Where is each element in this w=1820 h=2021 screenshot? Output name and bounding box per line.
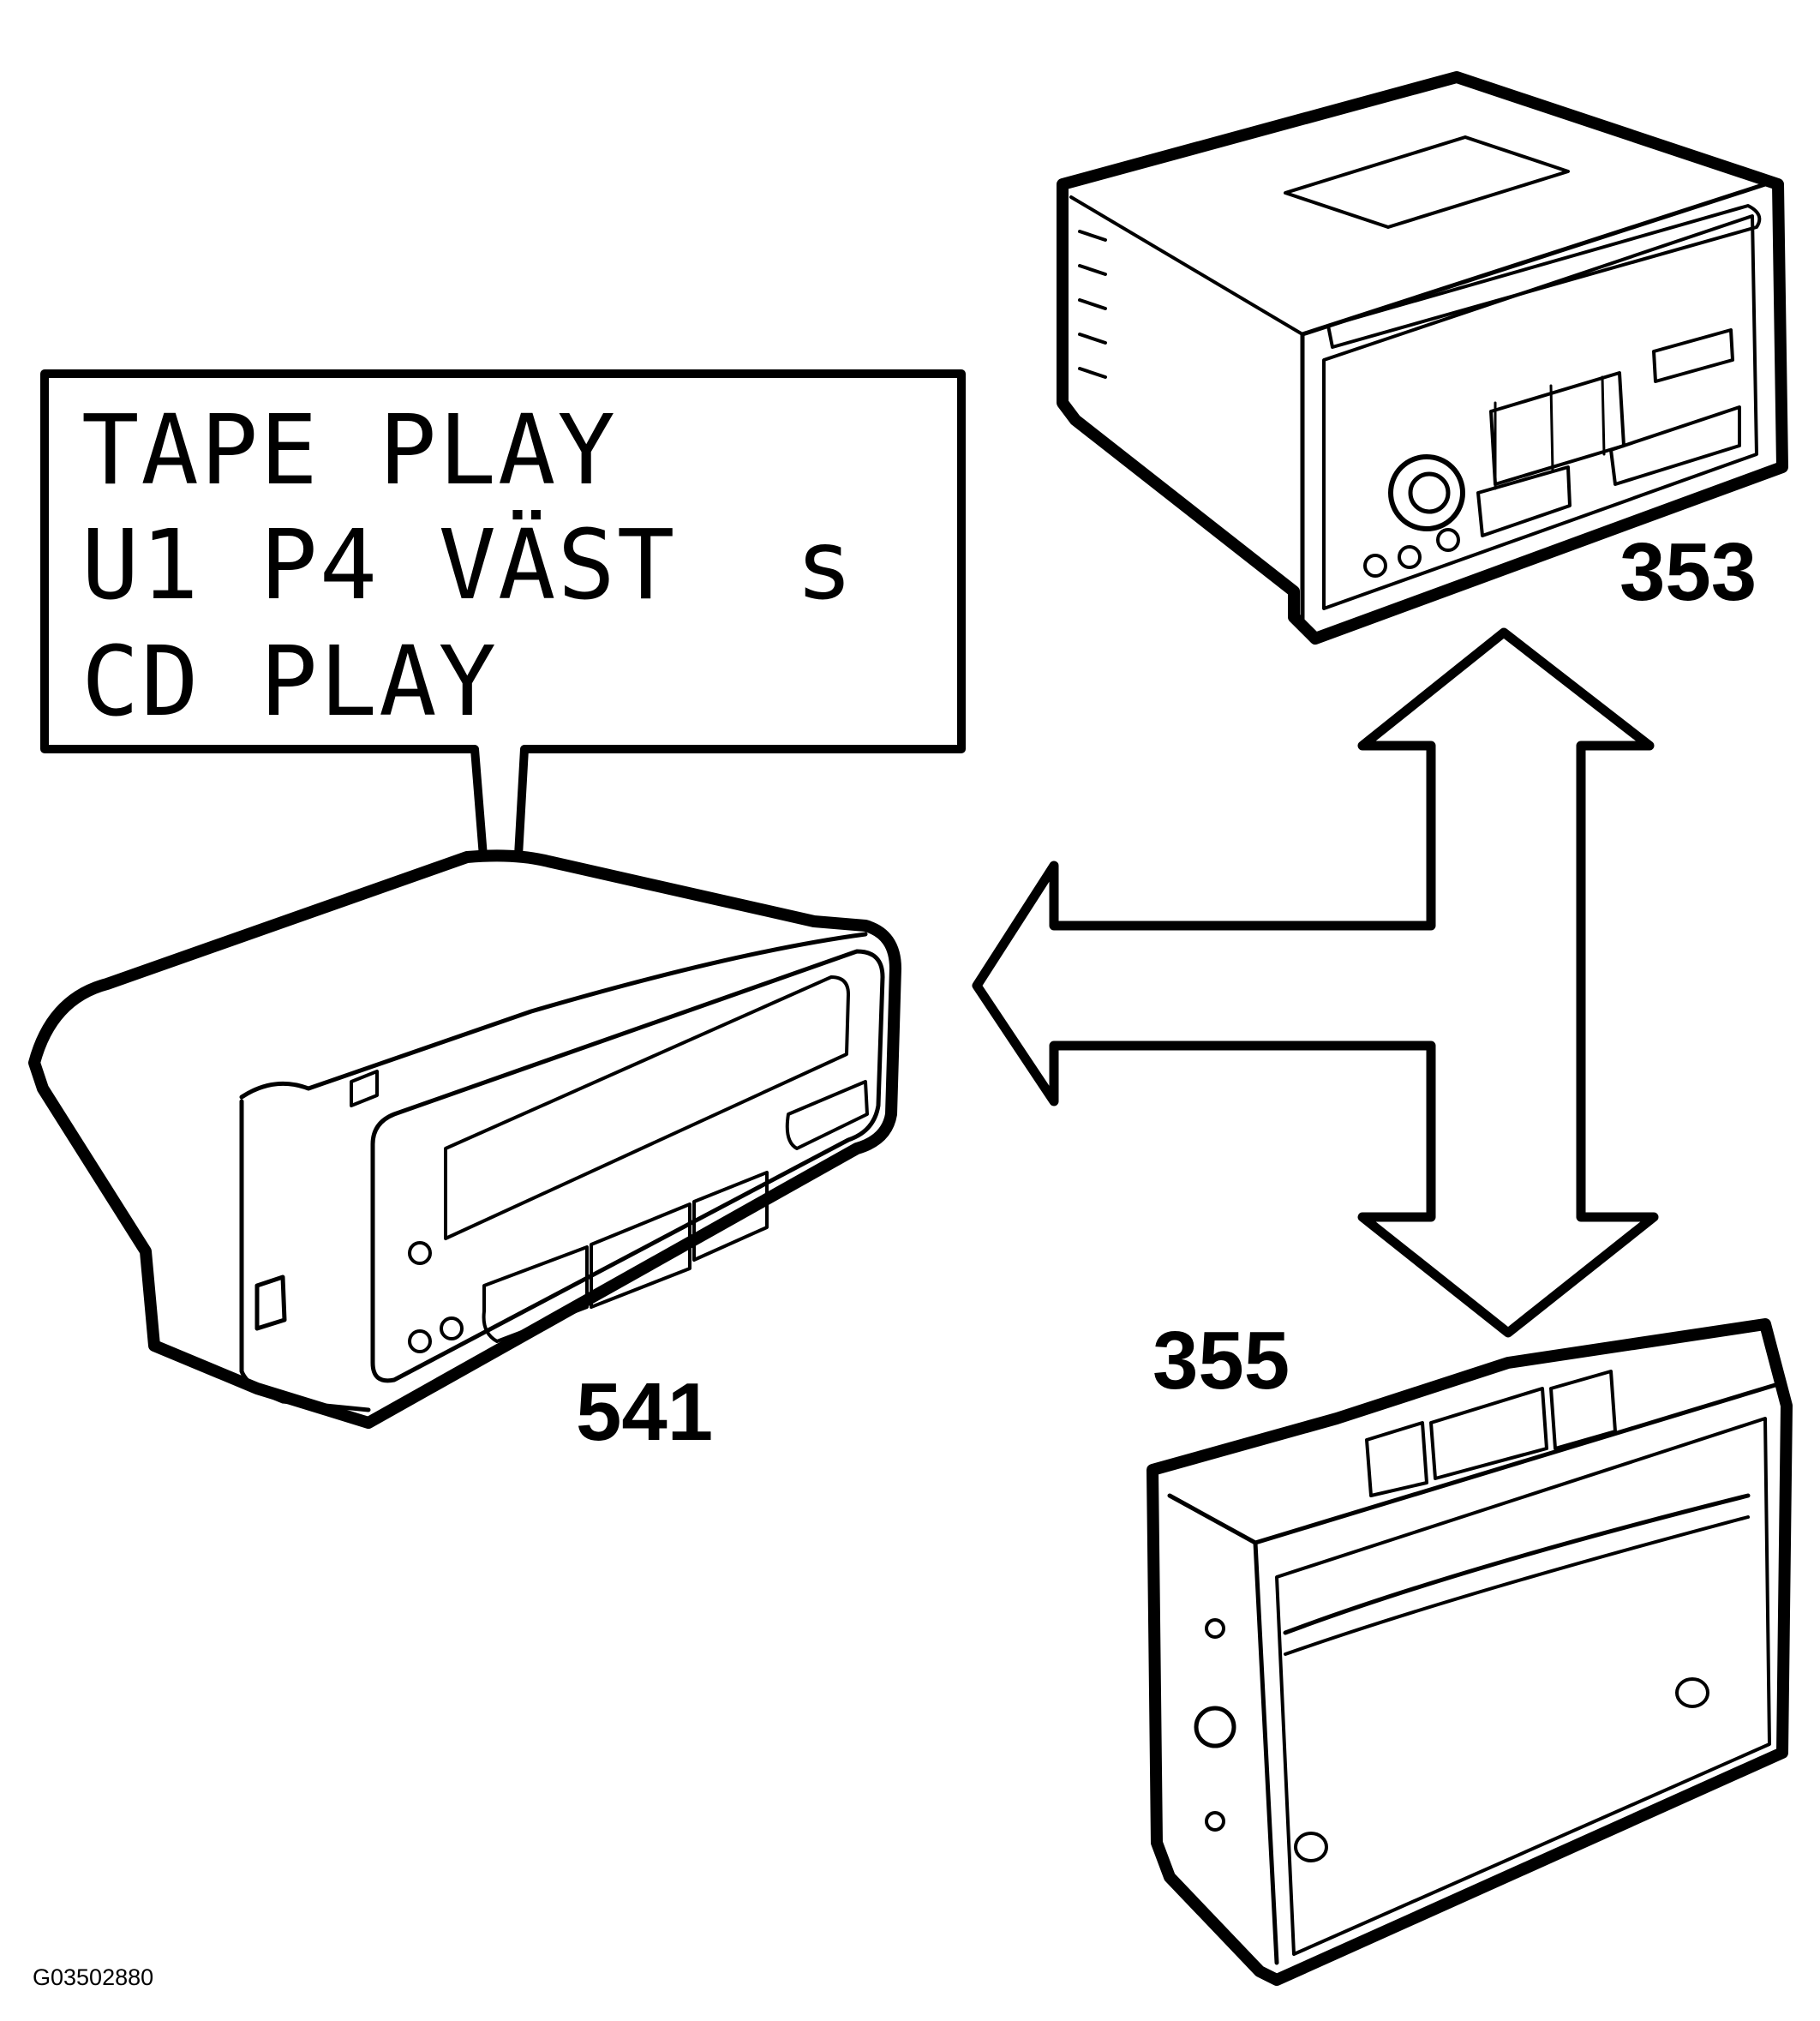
radio-unit-drawing — [1057, 71, 1788, 645]
callout-541: 541 — [576, 1366, 714, 1458]
sid-display-unit-drawing — [28, 849, 901, 1429]
callout-355: 355 — [1152, 1315, 1290, 1406]
bus-connection-arrow — [972, 627, 1659, 1338]
callout-353: 353 — [1619, 526, 1757, 618]
figure-id: G03502880 — [33, 1964, 154, 1990]
cd-changer-unit-drawing — [1146, 1318, 1793, 1986]
display-line-1: TAPE PLAY — [81, 395, 617, 507]
display-line-3: CD PLAY — [81, 627, 499, 738]
display-line-2: U1 P4 VÄST s — [81, 510, 855, 621]
